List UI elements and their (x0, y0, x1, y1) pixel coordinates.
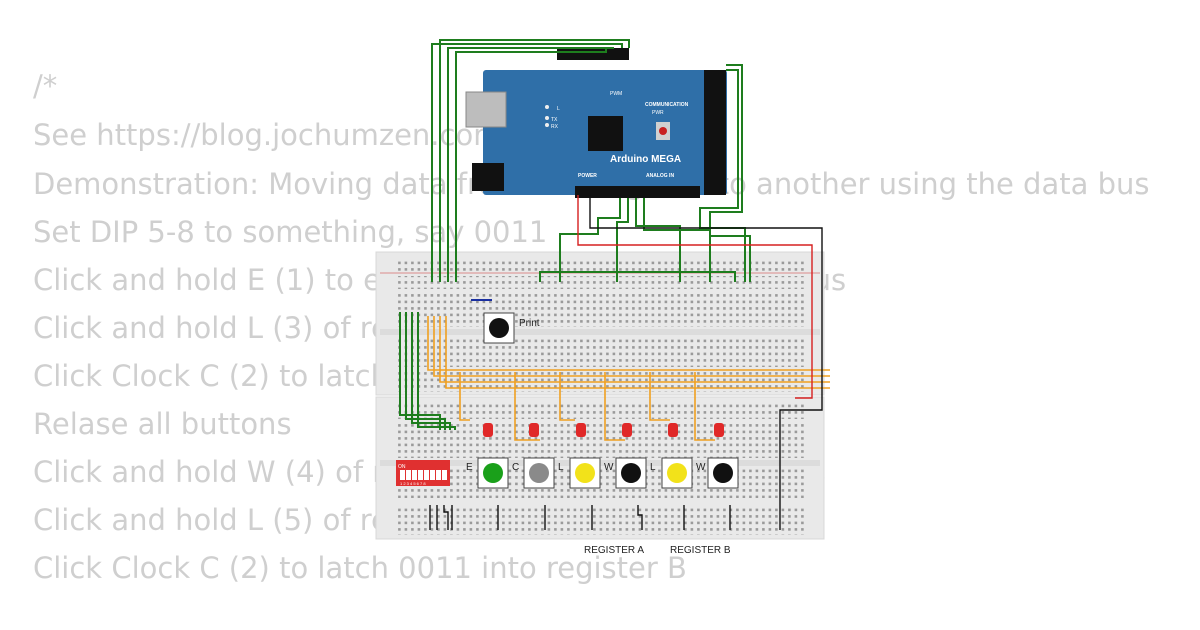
push-button-l-b[interactable]: L (650, 457, 693, 489)
led-row (483, 423, 724, 437)
push-button-c[interactable]: C (512, 457, 555, 489)
code-line: Relase all buttons (33, 407, 292, 441)
button-c-label: C (512, 462, 519, 473)
led (714, 423, 724, 437)
ground-wire-black (589, 195, 823, 530)
code-line: Click Clock C (2) to latch 0011 into reg… (33, 551, 687, 585)
led (668, 423, 678, 437)
led (529, 423, 539, 437)
arduino-name: Arduino MEGA (610, 154, 681, 165)
dip-switch[interactable]: ON 1 2 3 4 5 6 7 8 (396, 460, 450, 486)
arduino-mega-board: L TX RX PWM COMMUNICATION PWR Arduino ME… (465, 48, 727, 198)
microcontroller-chip (588, 116, 623, 151)
power-wire-red (577, 195, 813, 399)
usb-port (465, 91, 507, 128)
ground-jumpers (429, 505, 731, 530)
button-e-label: E (466, 462, 473, 473)
pwr-led-label: PWR (652, 110, 664, 116)
power-jack (472, 163, 504, 191)
led (483, 423, 493, 437)
power-label: POWER (578, 173, 597, 179)
pin-header-bottom (575, 186, 700, 198)
print-button[interactable]: Print (483, 312, 540, 344)
led-tx-label: TX (551, 117, 558, 123)
print-button-label: Print (519, 318, 540, 329)
button-w-b-label: W (696, 462, 706, 473)
register-a-label: REGISTER A (584, 545, 645, 556)
register-b-label: REGISTER B (670, 545, 731, 556)
pin-header-top (557, 48, 629, 60)
communication-label: COMMUNICATION (645, 102, 689, 108)
button-l-b-label: L (650, 462, 656, 473)
dip-positions: 1 2 3 4 5 6 7 8 (400, 481, 426, 486)
push-button-w-a[interactable]: W (604, 457, 647, 489)
push-button-w-b[interactable]: W (696, 457, 739, 489)
push-button-l-a[interactable]: L (558, 457, 601, 489)
pwm-label: PWM (610, 91, 622, 97)
orange-wires (427, 316, 830, 441)
led-rx-label: RX (551, 124, 559, 130)
led (622, 423, 632, 437)
analog-in-label: ANALOG IN (646, 173, 674, 179)
button-w-a-label: W (604, 462, 614, 473)
code-line: /* (33, 69, 58, 103)
button-l-a-label: L (558, 462, 564, 473)
pin-header-right (704, 70, 726, 195)
breadboard-upper (375, 251, 825, 396)
dip-on-label: ON (398, 464, 406, 470)
led (576, 423, 586, 437)
push-button-e[interactable]: E (466, 457, 509, 489)
code-line: See https://blog.jochumzen.com (33, 118, 502, 152)
green-wires (399, 39, 751, 430)
led-l-label: L (557, 106, 560, 112)
code-line: Set DIP 5-8 to something, say 0011 (33, 215, 548, 249)
